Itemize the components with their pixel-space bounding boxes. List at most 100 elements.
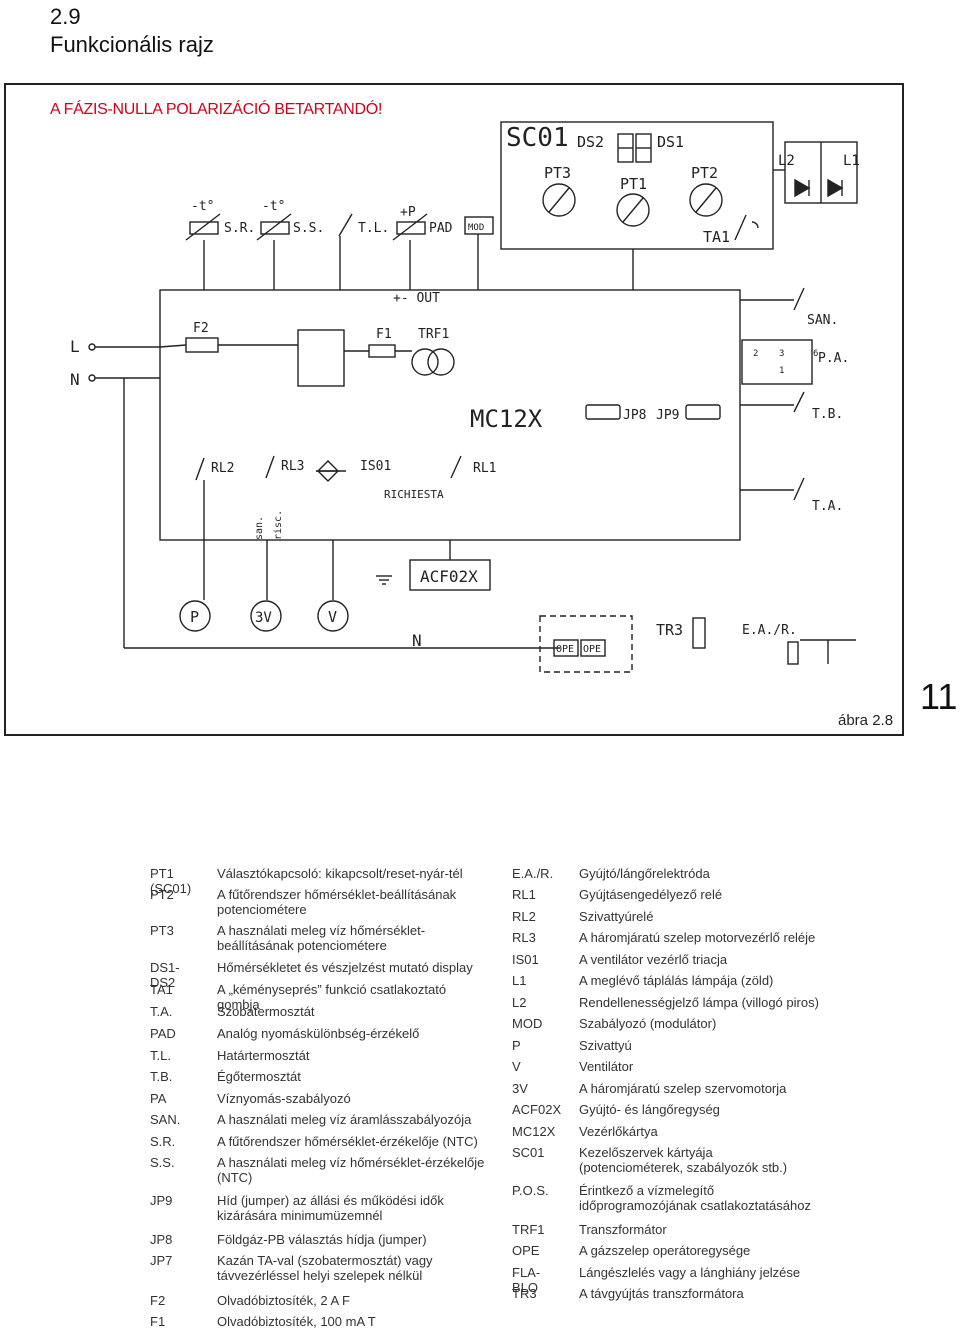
potentiometer-pt2-icon — [689, 183, 723, 217]
relay-rl3-icon — [265, 455, 275, 479]
ta-switch-icon — [793, 477, 805, 501]
polarity-warning: A FÁZIS-NULLA POLARIZÁCIÓ BETARTANDÓ! — [50, 101, 383, 118]
label-tr3: TR3 — [656, 621, 683, 639]
legend-value: Földgáz-PB választás hídja (jumper) — [217, 1232, 427, 1247]
legend-value: A háromjáratú szelep szervomotorja — [579, 1081, 787, 1096]
sensor-pad-icon — [396, 221, 426, 235]
label-plusp: +P — [400, 205, 416, 220]
legend-value: Égőtermosztát — [217, 1069, 301, 1084]
legend-key: TA1 — [150, 982, 173, 997]
label-jp9: JP9 — [656, 408, 679, 423]
legend-key: T.B. — [150, 1069, 173, 1084]
legend-key: JP7 — [150, 1253, 173, 1268]
label-san-small: san. — [254, 516, 265, 540]
sensor-ss-icon — [260, 221, 290, 235]
sc01-panel — [500, 121, 774, 250]
page-number: 11 — [920, 676, 958, 717]
jumper-jp8-icon — [585, 404, 621, 420]
led-l2-icon — [794, 178, 811, 198]
legend-key: JP9 — [150, 1193, 173, 1208]
legend-value: Gyújtó- és lángőregység — [579, 1102, 720, 1117]
legend-key: TRF1 — [512, 1222, 545, 1237]
label-pa-1: 1 — [779, 366, 784, 376]
legend-value: A fűtőrendszer hőmérséklet-érzékelője (N… — [217, 1134, 478, 1149]
fuse-f2-icon — [185, 337, 219, 353]
legend-key: PT1 (SC01) — [150, 866, 192, 896]
legend-key: P.O.S. — [512, 1183, 549, 1198]
label-sc01: SC01 — [506, 123, 569, 153]
legend-key: RL2 — [512, 909, 536, 924]
legend-key: MOD — [512, 1016, 543, 1031]
legend-key: FLA-BLO — [512, 1265, 541, 1295]
label-rl2: RL2 — [211, 461, 234, 476]
relay-rl1-icon — [450, 455, 462, 479]
label-ds1: DS1 — [657, 133, 684, 151]
label-f2: F2 — [193, 321, 209, 336]
legend-key: TR3 — [512, 1286, 537, 1301]
fuse-f1-icon — [368, 344, 396, 358]
ground-acf-icon — [376, 575, 392, 585]
label-pa-3: 3 — [779, 349, 784, 359]
legend-key: RL1 — [512, 887, 536, 902]
legend-value: A használati meleg víz hőmérséklet-érzék… — [217, 1155, 485, 1185]
label-acf02x: ACF02X — [420, 567, 478, 586]
legend-value: Híd (jumper) az állási és működési idők … — [217, 1193, 444, 1223]
legend-value: Szivattyúrelé — [579, 909, 654, 924]
legend-key: PT3 — [150, 923, 174, 938]
label-pa: P.A. — [818, 351, 849, 366]
label-pa-6: 6 — [813, 349, 818, 359]
acf02x-box — [409, 559, 491, 591]
legend-key: F1 — [150, 1314, 166, 1329]
label-t1: -t° — [191, 199, 214, 214]
label-ta1: TA1 — [703, 228, 730, 246]
legend-value: Lángészlelés vagy a lánghiány jelzése — [579, 1265, 801, 1280]
label-f1: F1 — [376, 327, 392, 342]
legend-key: DS1-DS2 — [150, 960, 180, 990]
label-t2: -t° — [262, 199, 285, 214]
label-jp8: JP8 — [623, 408, 646, 423]
legend-key: SAN. — [150, 1112, 181, 1127]
legend-key: V — [512, 1059, 521, 1074]
legend-key: L2 — [512, 995, 527, 1010]
legend-value: A fűtőrendszer hőmérséklet-beállításának… — [217, 887, 457, 917]
section-number: 2.9 — [50, 4, 81, 29]
valve-3v-icon — [250, 600, 282, 632]
label-l1: L1 — [843, 153, 860, 169]
label-rl3: RL3 — [281, 459, 304, 474]
transformer-trf1-icon — [411, 348, 455, 376]
label-tb: T.B. — [812, 407, 843, 422]
label-mc12x: MC12X — [470, 405, 543, 433]
label-l2: L2 — [778, 153, 795, 169]
fan-v-icon — [317, 600, 349, 632]
label-ear: E.A./R. — [742, 623, 797, 638]
jumper-jp9-icon — [685, 404, 721, 420]
label-L: L — [70, 337, 80, 356]
legend-key: PT2 — [150, 887, 174, 902]
legend-key: IS01 — [512, 952, 539, 967]
triac-is01-icon — [316, 460, 346, 482]
label-risc: risc. — [273, 510, 284, 540]
label-mod: MOD — [468, 223, 484, 233]
legend-value: A ventilátor vezérlő triacja — [579, 952, 728, 967]
label-tl: T.L. — [358, 221, 389, 236]
legend-value: Választókapcsoló: kikapcsolt/reset-nyár-… — [217, 866, 463, 881]
legend-value: Rendellenességjelző lámpa (villogó piros… — [579, 995, 819, 1010]
legend-value: Vezérlőkártya — [579, 1124, 658, 1139]
label-pad: PAD — [429, 221, 453, 236]
potentiometer-pt3-icon — [542, 183, 576, 217]
label-is01: IS01 — [360, 459, 391, 474]
tb-switch-icon — [793, 391, 805, 413]
legend-value: A gázszelep operátoregysége — [579, 1243, 751, 1258]
legend-value: A háromjáratú szelep motorvezérlő reléje — [579, 930, 816, 945]
gas-valve-block — [539, 615, 633, 673]
label-pt3: PT3 — [544, 164, 571, 182]
label-ope2: OPE — [583, 644, 601, 655]
legend-value: Gyújtó/lángőrelektróda — [579, 866, 710, 881]
display-icon — [617, 133, 652, 163]
legend-key: T.A. — [150, 1004, 173, 1019]
legend-value: Szivattyú — [579, 1038, 632, 1053]
section-title: Funkcionális rajz — [50, 32, 214, 57]
label-pt2: PT2 — [691, 164, 718, 182]
legend-key: E.A./R. — [512, 866, 554, 881]
legend-key: RL3 — [512, 930, 536, 945]
